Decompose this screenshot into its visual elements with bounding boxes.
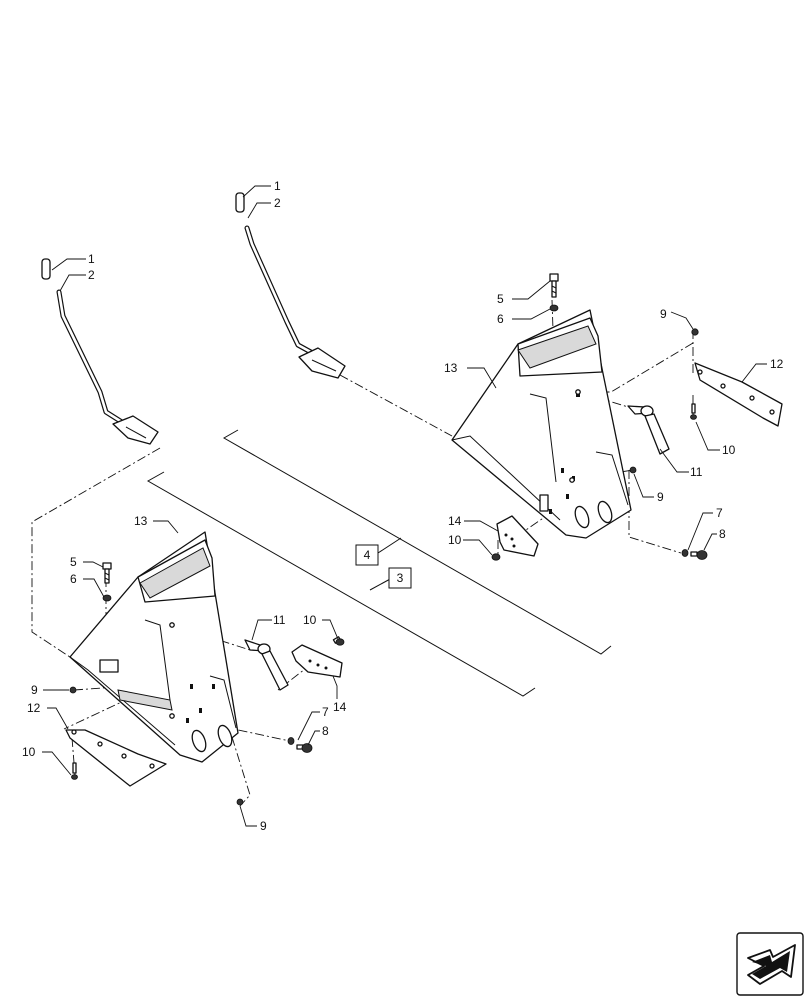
assembly-ref-upper-label: 4 [364,548,371,562]
callout-right-handle: 11 [690,465,703,479]
left-rod-assembly [41,258,159,445]
left-bottom-nut [236,798,244,806]
callout-left-plate: 12 [27,701,41,715]
callout-mid-rod-knob: 1 [274,179,281,193]
next-page-arrow-icon[interactable] [736,932,804,996]
callout-mid-rod: 2 [274,196,281,210]
callout-leaders [42,185,767,827]
right-plate [694,362,783,427]
callout-left-bolt: 5 [70,555,77,569]
callout-right-clip: 14 [448,514,462,528]
callout-right-plate-nut: 9 [660,307,667,321]
left-handle [244,639,289,691]
callout-left-clip-screw: 10 [303,613,317,627]
callout-left-rod-knob: 1 [88,252,95,266]
left-bolt [102,562,112,584]
left-washer-b [287,737,295,745]
callout-left-bracket: 13 [134,514,148,528]
right-plate-screw [690,403,697,420]
left-bracket-assembly [65,531,345,806]
left-washer [102,594,112,602]
callout-right-washer-b: 7 [716,506,723,520]
callout-right-washer: 6 [497,312,504,326]
right-cap-screw [690,550,708,560]
callout-right-side-nut: 9 [657,490,664,504]
left-cap-screw [296,743,313,753]
left-plate-nut [69,686,77,694]
group-separators [146,429,612,697]
left-rod [56,289,128,427]
left-clip [291,644,343,678]
assembly-ref-lower[interactable]: 3 [388,567,412,589]
right-bolt [549,273,559,298]
callout-right-clip-screw: 10 [448,533,462,547]
callout-left-handle: 11 [273,613,286,627]
callout-labels: 1 2 1 2 5 6 9 13 12 10 11 9 7 8 14 10 13… [22,179,784,833]
right-clip-screw [491,553,501,561]
right-handle [627,405,670,455]
callout-left-bottom-nut: 9 [260,819,267,833]
callout-right-bracket: 13 [444,361,458,375]
callout-left-rod: 2 [88,268,95,282]
callout-right-plate: 12 [770,357,784,371]
right-washer-b [681,549,689,557]
callout-right-bolt: 5 [497,292,504,306]
mid-rod-bracket [298,347,346,379]
left-plate-screw [71,762,78,780]
assembly-ref-lower-label: 3 [397,571,404,585]
right-plate-nut [691,328,699,336]
left-rod-knob [41,258,51,280]
right-washer [549,304,559,312]
left-rod-bracket [112,415,159,445]
callout-left-plate-nut: 9 [31,683,38,697]
mid-rod [244,225,321,359]
callout-right-cap-screw: 8 [719,527,726,541]
assembly-ref-upper[interactable]: 4 [355,544,379,566]
callout-left-washer: 6 [70,572,77,586]
mid-rod-knob [235,192,245,213]
callout-left-washer-b: 7 [322,705,329,719]
callout-left-plate-screw: 10 [22,745,36,759]
left-plate [65,729,167,787]
mid-rod-assembly [235,192,346,379]
callout-right-plate-screw: 10 [722,443,736,457]
right-bracket-assembly [451,273,783,561]
right-side-nut [629,466,637,474]
callout-left-cap-screw: 8 [322,724,329,738]
right-clip [496,515,539,557]
callout-left-clip: 14 [333,700,347,714]
left-clip-screw [332,636,345,646]
